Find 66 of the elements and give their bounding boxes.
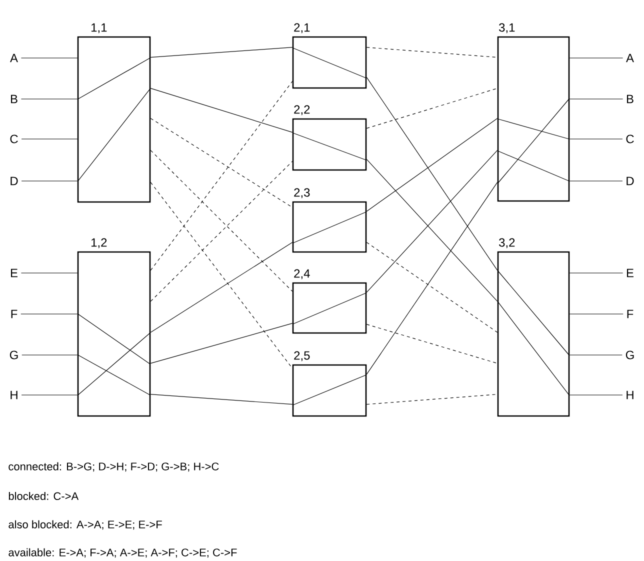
connection-line [569, 272, 624, 274]
node-label: 1,1 [91, 23, 107, 34]
switch-box: 3,1 [497, 23, 570, 202]
connection-line [366, 394, 498, 405]
connection-line [366, 242, 498, 333]
node-label: 2,5 [294, 351, 310, 362]
switch-box: 1,2 [77, 238, 151, 417]
connection-line [366, 118, 498, 212]
connection-line [366, 47, 498, 58]
port-label: G [10, 350, 18, 360]
switch-box: 1,1 [77, 23, 151, 203]
port-label: H [10, 390, 18, 400]
node-label: 3,1 [499, 23, 515, 34]
connection-line [569, 394, 623, 396]
node-label: 2,3 [294, 188, 310, 198]
connection-line [22, 354, 78, 356]
connection-line [366, 182, 498, 375]
connection-line [569, 138, 623, 140]
connection-line [21, 138, 78, 140]
node-label: 3,2 [499, 238, 515, 248]
connection-line [150, 394, 293, 405]
port-label: F [11, 310, 18, 318]
connection-line [569, 98, 624, 100]
connection-line [569, 180, 623, 182]
port-label: C [10, 134, 18, 144]
node-label: 2,2 [294, 105, 310, 116]
connection-line [21, 394, 78, 396]
connection-line [21, 180, 78, 182]
port-label: B [11, 94, 18, 104]
connection-line [150, 88, 293, 133]
connection-line [150, 242, 293, 333]
port-label: A [10, 54, 18, 62]
switch-box: 2,2 [292, 105, 367, 171]
connection-line [150, 47, 293, 58]
note-text: available: E->A; F->A; A->E; A->F; C->E; C->F [8, 548, 237, 558]
port-label: E [11, 268, 18, 278]
switch-box: 2,1 [292, 23, 367, 89]
switch-box: 3,2 [497, 238, 570, 417]
port-label: D [10, 176, 18, 186]
connection-line [366, 88, 498, 129]
connection-line [150, 81, 293, 271]
note-text: also blocked: A->A; E->E; E->F [8, 520, 162, 530]
port-label: C [626, 134, 634, 144]
switch-box: 2,4 [292, 269, 367, 334]
port-label: D [626, 176, 634, 186]
switch-box: 2,3 [292, 188, 367, 253]
connection-line [150, 323, 293, 364]
port-label: F [627, 310, 634, 318]
node-label: 1,2 [91, 238, 107, 248]
port-label: B [627, 94, 634, 104]
switch-box: 2,5 [292, 351, 367, 417]
connection-line [569, 354, 622, 356]
port-label: E [627, 268, 634, 278]
connection-line [20, 272, 78, 274]
node-label: 2,4 [294, 269, 310, 280]
port-label: A [626, 54, 634, 62]
connection-line [366, 77, 498, 271]
note-text: blocked: C->A [8, 492, 79, 500]
port-label: G [626, 350, 634, 360]
connection-line [20, 98, 78, 100]
connection-line [150, 182, 293, 369]
port-label: H [626, 390, 634, 400]
note-text: connected: B->G; D->H; F->D; G->B; H->C [8, 462, 219, 472]
node-label: 2,1 [294, 23, 310, 34]
connection-line [366, 324, 498, 364]
connection-line [150, 118, 293, 208]
